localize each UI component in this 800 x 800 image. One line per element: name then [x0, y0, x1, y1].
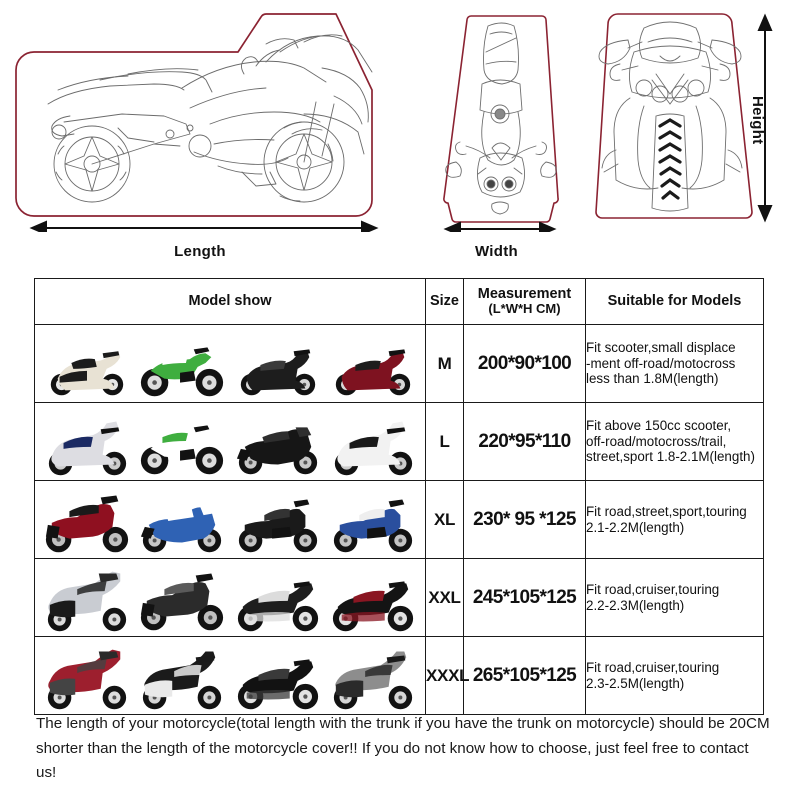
bike-image-group: [35, 405, 425, 479]
model-show-cell: [34, 636, 426, 715]
size-cell: XXXL: [425, 636, 470, 715]
bike-image-maxi-scooter: [328, 407, 418, 477]
header-measurement: Measurement (L*W*H CM): [463, 278, 586, 325]
front-view-diagram: [595, 13, 753, 219]
bike-image-group: [35, 561, 425, 635]
measurement-cell: 265*105*125: [463, 636, 586, 715]
size-cell: XXL: [425, 558, 464, 637]
header-measurement-line2: (L*W*H CM): [488, 301, 561, 317]
suitable-line: 2.1-2.2M(length): [586, 519, 685, 535]
length-dimension-arrow: [29, 220, 379, 232]
bike-image-adventure: [42, 485, 132, 555]
bike-image-bagger: [328, 641, 418, 711]
header-measurement-line1: Measurement: [477, 286, 572, 303]
width-label: Width: [474, 243, 518, 260]
bike-image-bagger: [137, 641, 227, 711]
suitable-line: Fit road,cruiser,touring: [586, 659, 720, 675]
bike-image-tourer: [42, 563, 132, 633]
bike-image-cruiser: [328, 563, 418, 633]
size-cell: M: [425, 324, 464, 403]
suitable-line: off-road/motocross/trail,: [586, 433, 727, 449]
header-suitable-models: Suitable for Models: [585, 278, 764, 325]
bike-image-scooter-classic: [42, 329, 132, 399]
measurement-cell: 200*90*100: [463, 324, 586, 403]
suitable-line: street,sport 1.8-2.1M(length): [586, 449, 755, 465]
suitable-line: -ment off-road/motocross: [586, 355, 736, 371]
header-model-show: Model show: [34, 278, 426, 325]
bike-image-tourer: [42, 641, 132, 711]
size-chart-table: Model show Size Measurement (L*W*H CM) S…: [34, 278, 764, 715]
bike-image-cruiser: [233, 563, 323, 633]
suitable-models-cell: Fit scooter,small displace-ment off-road…: [585, 324, 764, 403]
cover-outline-side: [15, 13, 373, 217]
suitable-line: Fit above 150cc scooter,: [586, 417, 732, 433]
bike-image-cruiser: [233, 641, 323, 711]
top-view-diagram: [443, 15, 559, 232]
bike-image-dirtbike: [137, 407, 227, 477]
motorcycle-top-sketch: [445, 22, 557, 215]
height-dimension-arrow: [757, 13, 773, 223]
bike-image-scooter-modern: [233, 329, 323, 399]
table-header-row: Model show Size Measurement (L*W*H CM) S…: [34, 278, 764, 325]
suitable-models-cell: Fit above 150cc scooter,off-road/motocro…: [585, 402, 764, 481]
size-cell: L: [425, 402, 464, 481]
note-line-3: choose, just feel free to contact us!: [36, 739, 749, 782]
suitable-line: 2.3-2.5M(length): [586, 675, 685, 691]
motorcycle-side-sketch: [47, 34, 373, 203]
measurement-cell: 245*105*125: [463, 558, 586, 637]
bike-image-group: [35, 639, 425, 713]
model-show-cell: [34, 324, 426, 403]
note-line-2: should be 20CM shorter than the length o…: [36, 715, 770, 757]
suitable-line: 2.2-2.3M(length): [586, 597, 685, 613]
bike-image-adventure: [137, 563, 227, 633]
height-label: Height: [749, 96, 766, 145]
measurement-cell: 220*95*110: [463, 402, 586, 481]
header-size: Size: [425, 278, 464, 325]
bike-image-naked: [233, 485, 323, 555]
suitable-line: Fit road,street,sport,touring: [586, 503, 747, 519]
suitable-line: Fit scooter,small displace: [586, 339, 736, 355]
bike-image-naked: [328, 485, 418, 555]
suitable-line: Fit road,cruiser,touring: [586, 581, 720, 597]
width-dimension-arrow: [443, 221, 557, 232]
cover-outline-front: [595, 13, 753, 219]
measurement-cell: 230* 95 *125: [463, 480, 586, 559]
model-show-cell: [34, 402, 426, 481]
motorcycle-front-sketch: [598, 21, 743, 212]
bike-image-sportbike: [137, 485, 227, 555]
bike-image-maxi-scooter: [42, 407, 132, 477]
size-cell: XL: [425, 480, 464, 559]
length-label: Length: [174, 243, 226, 260]
bike-image-scooter-sport: [328, 329, 418, 399]
dimension-diagrams: Length: [0, 0, 800, 268]
sizing-note: The length of your motorcycle(total leng…: [36, 712, 770, 786]
note-line-1: The length of your motorcycle(total leng…: [36, 715, 655, 732]
bike-image-group: [35, 483, 425, 557]
side-view-diagram: [15, 13, 379, 232]
suitable-line: less than 1.8M(length): [586, 371, 719, 387]
bike-image-sportbike: [233, 407, 323, 477]
bike-image-dirtbike: [137, 329, 227, 399]
model-show-cell: [34, 558, 426, 637]
bike-image-group: [35, 327, 425, 401]
model-show-cell: [34, 480, 426, 559]
